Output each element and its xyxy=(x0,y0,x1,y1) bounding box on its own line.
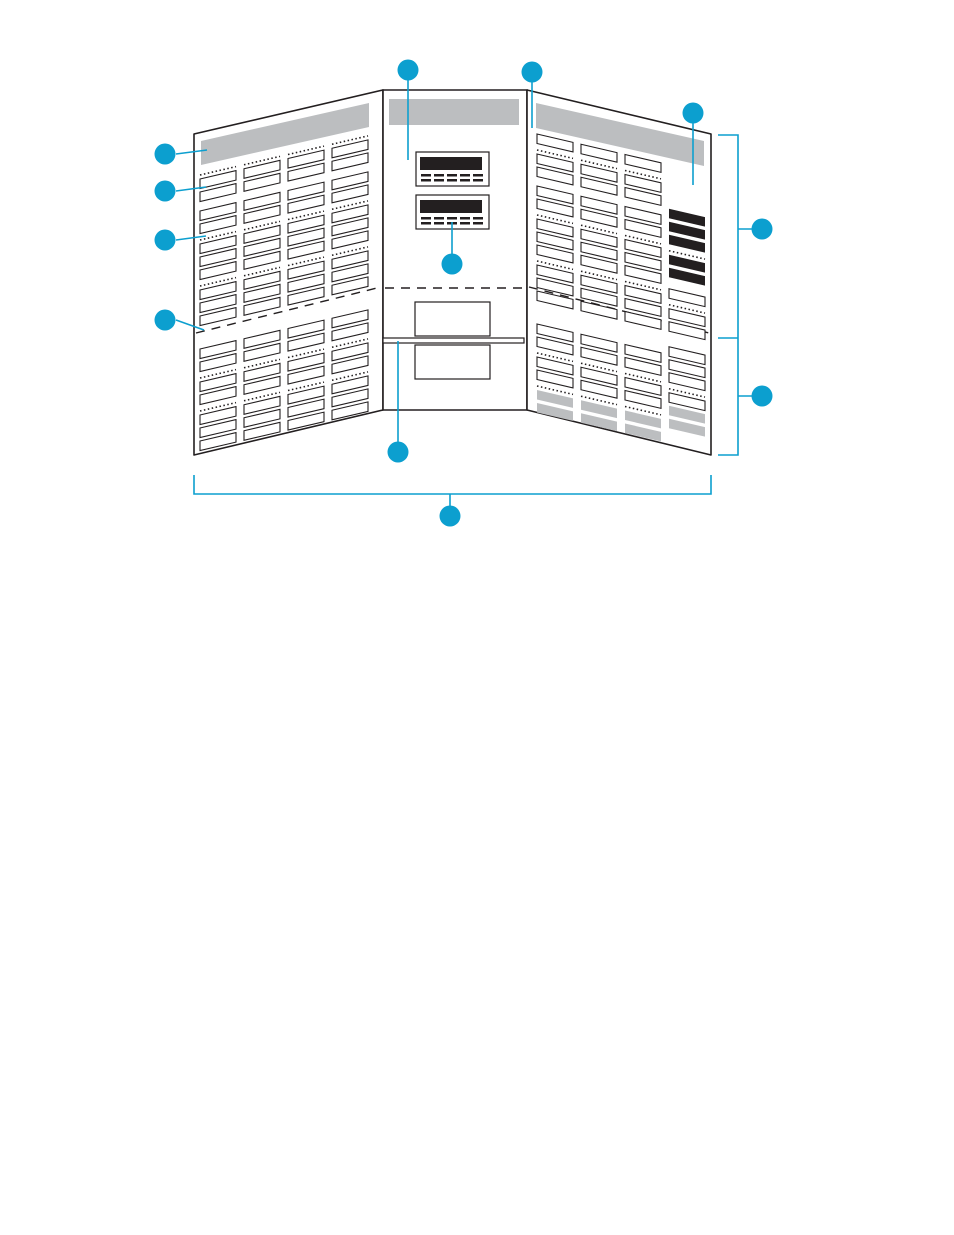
callout-left-dotted-row-marker xyxy=(155,181,176,202)
center-shelf xyxy=(383,338,524,343)
center-top-module-vent xyxy=(434,179,444,182)
center-bottom-module-vent xyxy=(447,217,457,220)
center-top-module-vent xyxy=(421,174,431,177)
center-lower-bay xyxy=(415,345,490,379)
callout-overall-width-marker xyxy=(440,506,461,527)
center-bottom-module-vent xyxy=(434,222,444,225)
center-bottom-module-vent xyxy=(460,222,470,225)
center-top-module-vent xyxy=(447,174,457,177)
callout-left-dashed-divider-marker xyxy=(155,310,176,331)
center-bottom-module-vent xyxy=(473,222,483,225)
center-bottom-module-vent xyxy=(460,217,470,220)
center-top-module-vent xyxy=(434,174,444,177)
center-top-module-display xyxy=(420,157,482,170)
bottom-bracket xyxy=(194,475,711,494)
right-bracket xyxy=(718,135,738,455)
callout-center-shelf-marker xyxy=(388,442,409,463)
center-top-module-vent xyxy=(473,179,483,182)
callout-right-header-marker xyxy=(522,62,543,83)
center-bottom-module-vent xyxy=(421,217,431,220)
callout-left-header-marker xyxy=(155,144,176,165)
center-bottom-module-vent xyxy=(434,217,444,220)
callout-center-top-module-marker xyxy=(442,254,463,275)
center-top-module-vent xyxy=(460,174,470,177)
callout-left-slot-column-marker xyxy=(155,230,176,251)
center-top-module-vent xyxy=(460,179,470,182)
center-top-module-vent xyxy=(421,179,431,182)
center-bottom-module-display xyxy=(420,200,482,213)
callout-right-dark-slots-marker xyxy=(683,103,704,124)
callout-right-lower-bracket-marker xyxy=(752,386,773,407)
callout-center-header-marker xyxy=(398,60,419,81)
center-top-module-vent xyxy=(473,174,483,177)
center-upper-bay xyxy=(415,302,490,336)
center-bottom-module-vent xyxy=(473,217,483,220)
callout-right-upper-bracket-marker xyxy=(752,219,773,240)
center-bottom-module-vent xyxy=(421,222,431,225)
center-top-module-vent xyxy=(447,179,457,182)
